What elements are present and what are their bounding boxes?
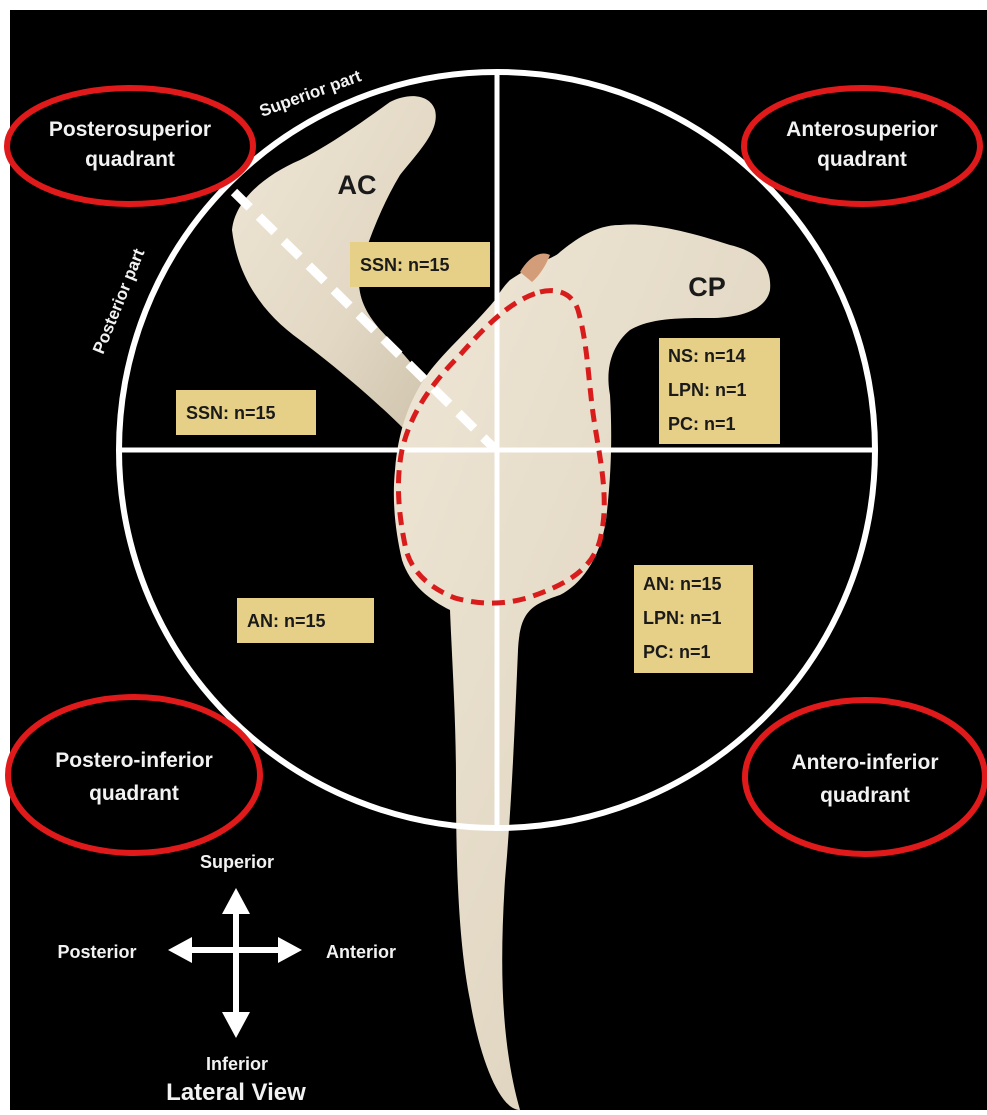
anterosuperior-label-line2: quadrant xyxy=(817,148,907,171)
ssn-superior-box: SSN: n=15 xyxy=(350,242,490,287)
acromion-label: AC xyxy=(338,170,377,200)
superior-direction-label: Superior xyxy=(200,852,274,872)
antero-inferior-label-line1: Antero-inferior xyxy=(792,751,939,774)
inferior-direction-label: Inferior xyxy=(206,1054,268,1074)
lateral-view-label: Lateral View xyxy=(166,1079,306,1106)
antero-inferior-box: AN: n=15 LPN: n=1 PC: n=1 xyxy=(634,565,753,673)
anterosuperior-box: NS: n=14 LPN: n=1 PC: n=1 xyxy=(659,338,780,444)
antero-inferior-box-line2: LPN: n=1 xyxy=(643,608,722,628)
postero-inferior-label-line1: Postero-inferior xyxy=(55,749,213,772)
ssn-superior-box-text: SSN: n=15 xyxy=(360,255,450,275)
postero-inferior-box: AN: n=15 xyxy=(237,598,374,643)
anterosuperior-box-line1: NS: n=14 xyxy=(668,346,746,366)
anterosuperior-label-line1: Anterosuperior xyxy=(786,118,938,141)
antero-inferior-box-line3: PC: n=1 xyxy=(643,642,711,662)
postero-inferior-label-line2: quadrant xyxy=(89,782,179,805)
posterior-direction-label: Posterior xyxy=(57,942,136,962)
posterosuperior-label-line2: quadrant xyxy=(85,148,175,171)
ssn-posterior-box: SSN: n=15 xyxy=(176,390,316,435)
coracoid-label: CP xyxy=(688,272,726,302)
ssn-posterior-box-text: SSN: n=15 xyxy=(186,403,276,423)
anterosuperior-box-line3: PC: n=1 xyxy=(668,414,736,434)
posterosuperior-label-line1: Posterosuperior xyxy=(49,118,211,141)
anterior-direction-label: Anterior xyxy=(326,942,396,962)
anterosuperior-box-line2: LPN: n=1 xyxy=(668,380,747,400)
antero-inferior-box-line1: AN: n=15 xyxy=(643,574,722,594)
postero-inferior-box-text: AN: n=15 xyxy=(247,611,326,631)
antero-inferior-label-line2: quadrant xyxy=(820,784,910,807)
